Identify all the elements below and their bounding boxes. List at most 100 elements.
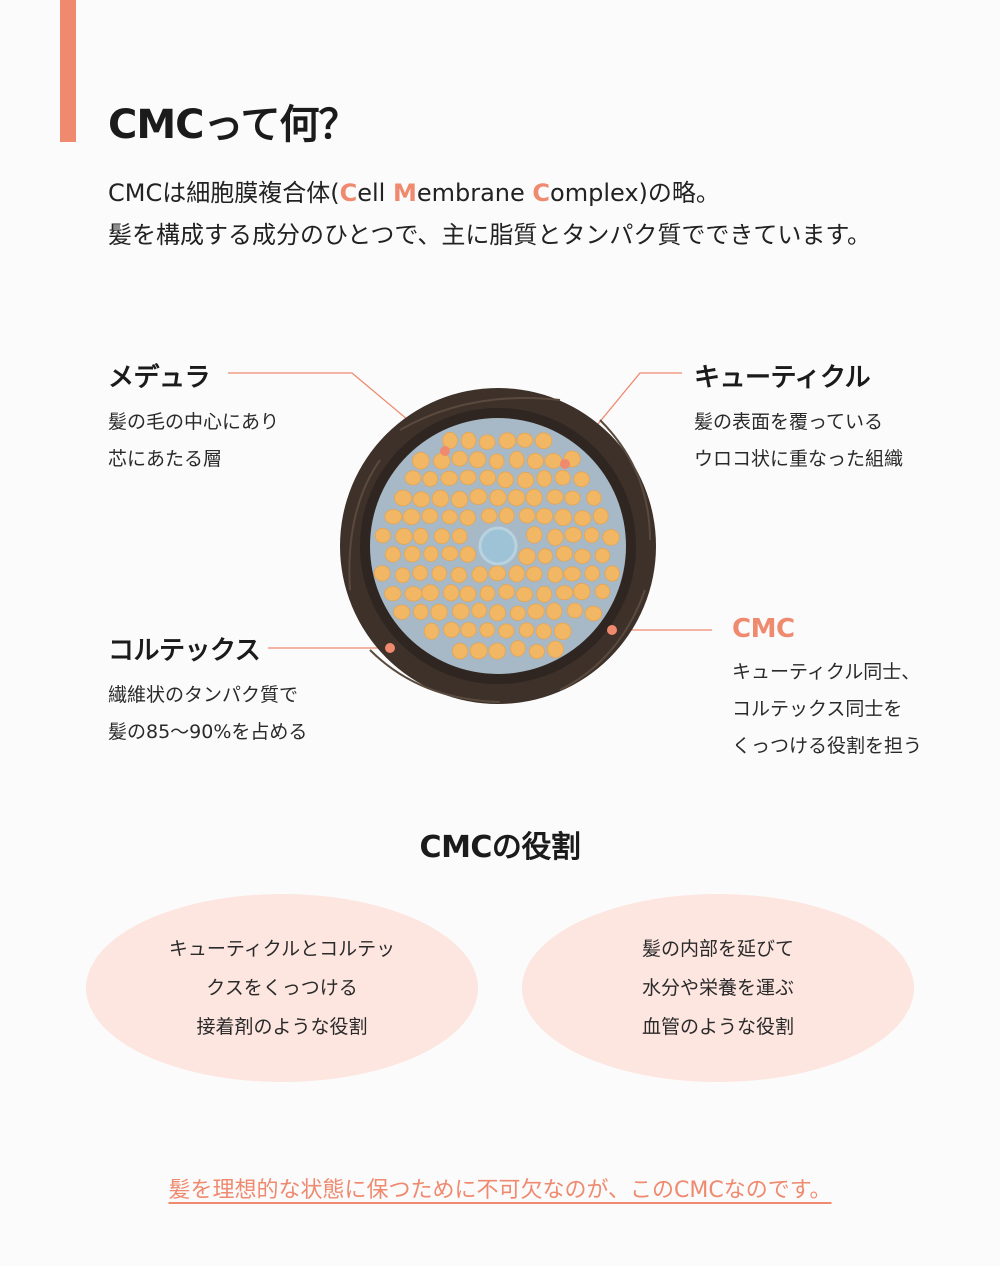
cortex-cell (479, 585, 496, 602)
cortex-cell (443, 621, 460, 638)
hair-cross-section-diagram: メデュラ 髪の毛の中心にあり 芯にあたる層 キューティクル 髪の表面を覆っている… (0, 330, 1000, 780)
cmc-title: CMC (732, 614, 795, 644)
cortex-cell (518, 507, 536, 524)
cortex-cell (554, 469, 571, 486)
cortex-cell (516, 586, 534, 603)
page-title: CMCって何？ (108, 102, 359, 148)
cuticle-callout: キューティクル 髪の表面を覆っている ウロコ状に重なった組織 (694, 357, 903, 478)
cortex-cell (471, 566, 488, 583)
medulla-desc-2: 芯にあたる層 (108, 448, 223, 470)
cmc-desc-3: くっつける役割を担う (732, 735, 923, 757)
cortex-cell (442, 432, 458, 450)
cortex-cell (594, 547, 611, 564)
cortex-cell (402, 508, 421, 526)
cortex-cell (384, 509, 403, 525)
cortex-desc-2: 髪の85〜90%を占める (108, 721, 308, 743)
role-adhesive-bubble: キューティクルとコルテッ クスをくっつける 接着剤のような役割 (86, 894, 478, 1082)
cuticle-title: キューティクル (694, 363, 871, 393)
cortex-cell (527, 453, 544, 470)
cmc-desc-2: コルテックス同士を (732, 698, 903, 720)
cortex-cell (528, 643, 545, 659)
cortex-cell (574, 548, 591, 564)
cortex-cell (535, 623, 552, 640)
cortex-cell (527, 603, 545, 620)
cortex-cell (546, 640, 564, 659)
cortex-cell (451, 528, 468, 545)
cortex-cell (421, 508, 439, 524)
cortex-cell (498, 507, 515, 525)
cortex-title: コルテックス (108, 636, 261, 666)
cortex-callout: コルテックス 繊維状のタンパク質で 髪の85〜90%を占める (108, 630, 307, 751)
cortex-cell (564, 526, 583, 543)
cortex-cell (440, 470, 458, 486)
cortex-cell (535, 508, 554, 525)
cortex-cell (498, 432, 517, 449)
cortex-cell (459, 546, 477, 563)
hair-cross-section-illustration (228, 372, 712, 704)
cortex-cell (384, 546, 401, 563)
medulla-core (478, 526, 518, 566)
cmc-desc-1: キューティクル同士、 (732, 661, 921, 683)
cortex-cell (423, 622, 440, 640)
cortex-cell (451, 490, 469, 509)
cortex-cell (489, 604, 506, 622)
cortex-cell (563, 566, 582, 582)
cortex-cell (510, 640, 526, 657)
cortex-cell (431, 565, 448, 582)
intro-line-1: CMCは細胞膜複合体(Cell Membrane Complex)の略。 (108, 179, 720, 207)
cortex-cell (555, 585, 574, 601)
cortex-cell (526, 566, 543, 582)
cortex-cell (546, 489, 564, 505)
cortex-cell (534, 432, 553, 449)
role-vessel-line-3: 血管のような役割 (641, 1015, 794, 1038)
cortex-cell (421, 584, 440, 602)
cortex-cell (423, 545, 439, 562)
role-blood-vessel-bubble: 髪の内部を延びて 水分や栄養を運ぶ 血管のような役割 (522, 894, 914, 1082)
cortex-cell (498, 623, 515, 639)
cortex-cell (553, 622, 572, 641)
cortex-cell (404, 586, 423, 602)
cortex-cell (516, 472, 535, 489)
cortex-cell (394, 489, 412, 507)
cortex-cell (602, 529, 620, 546)
cortex-cell (460, 431, 477, 450)
cortex-cell (412, 491, 431, 508)
cortex-cell (451, 603, 470, 620)
cortex-cell (518, 547, 536, 565)
cortex-cell (584, 565, 600, 582)
medulla-desc-1: 髪の毛の中心にあり (108, 411, 280, 433)
cortex-cell (411, 452, 430, 470)
cortex-cell (526, 526, 543, 544)
medulla-marker-dot (440, 446, 450, 456)
cortex-cell (566, 602, 583, 619)
cortex-cell (394, 567, 411, 584)
cortex-cell (374, 528, 391, 544)
cortex-cell (384, 586, 402, 602)
cortex-cell (479, 622, 496, 638)
cortex-cell (489, 453, 505, 470)
cortex-cell (459, 509, 476, 526)
cortex-cell (584, 605, 603, 622)
cortex-cell (479, 469, 497, 486)
cortex-cell (442, 584, 460, 602)
cortex-cell (554, 508, 572, 527)
role-vessel-line-1: 髪の内部を延びて (641, 937, 794, 960)
cortex-cell (536, 470, 553, 488)
cuticle-desc-1: 髪の表面を覆っている (694, 411, 884, 433)
cortex-cell (450, 566, 468, 584)
cortex-cell (592, 507, 609, 525)
cortex-cells (373, 431, 620, 660)
cortex-cell (373, 565, 391, 582)
cuticle-marker-dot (560, 459, 570, 469)
cortex-cell (536, 585, 553, 603)
cortex-cell (510, 605, 526, 621)
medulla-title: メデュラ (108, 363, 211, 393)
cortex-cell (451, 642, 469, 660)
accent-bar (60, 0, 76, 142)
role-vessel-line-2: 水分や栄養を運ぶ (641, 976, 794, 999)
cortex-cell (430, 603, 448, 621)
footer-note: 髪を理想的な状態に保つために不可欠なのが、このCMCなのです。 (168, 1178, 832, 1203)
cortex-cell (469, 488, 488, 505)
cortex-cell (509, 451, 525, 469)
role-adhesive-line-2: クスをくっつける (206, 976, 358, 999)
